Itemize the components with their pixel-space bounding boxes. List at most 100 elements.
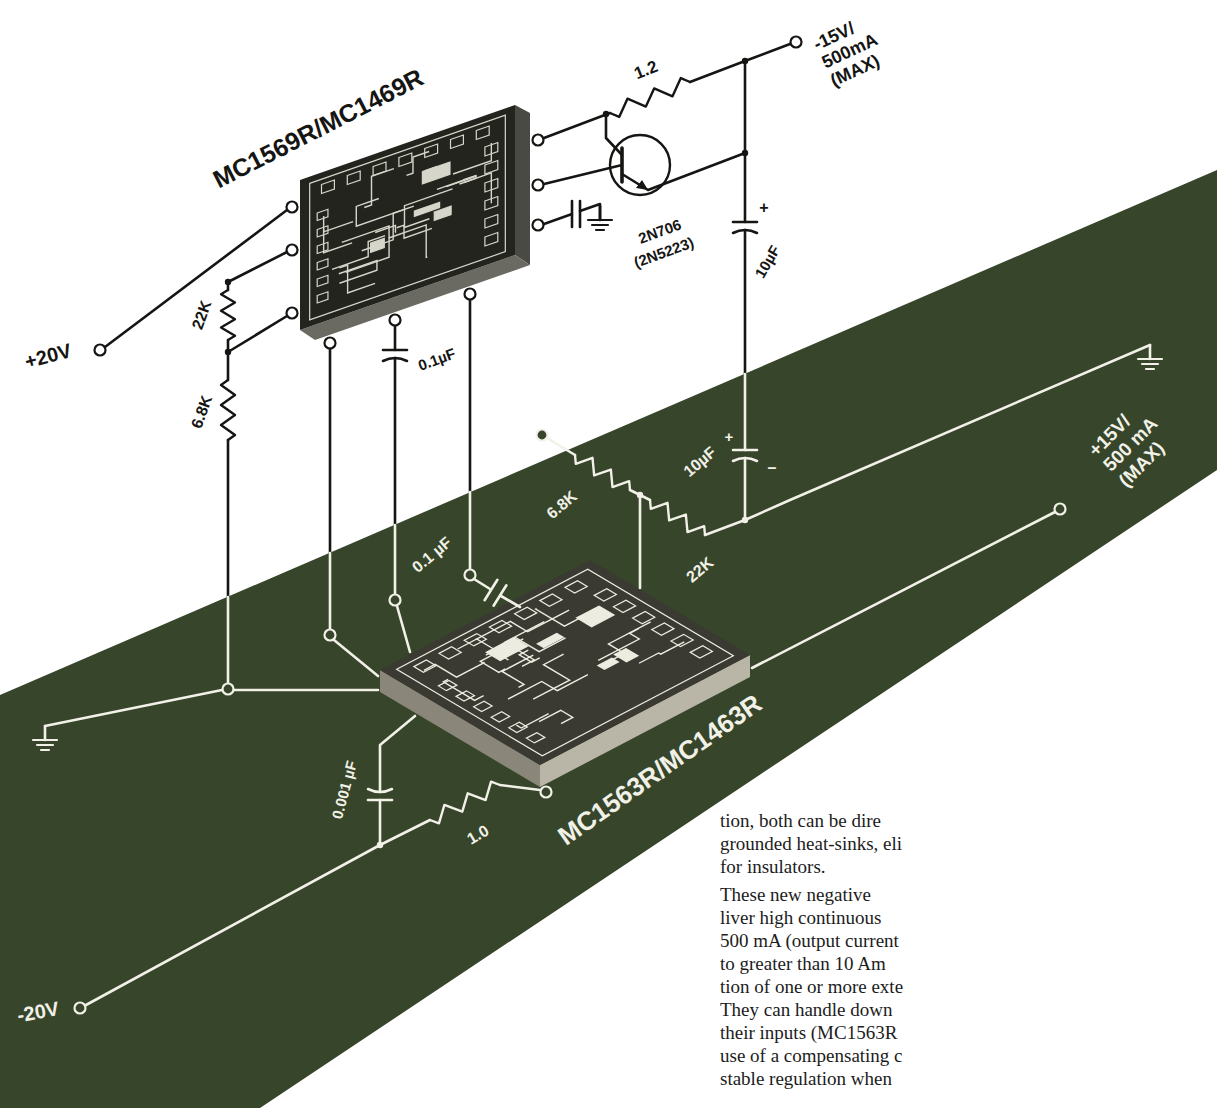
- wire: [705, 520, 745, 535]
- wire: [394, 358, 397, 525]
- terminal-circle: [541, 787, 552, 798]
- body-text: 500 mA (output current: [720, 930, 899, 951]
- ground-symbol: [592, 224, 608, 226]
- chip-trace: [399, 153, 412, 167]
- chip-trace: [652, 623, 674, 635]
- ground-symbol: [599, 206, 602, 220]
- chip-trace: [324, 206, 353, 232]
- wire: [228, 316, 287, 352]
- terminal-circle: [533, 220, 544, 231]
- chip-trace: [690, 646, 712, 658]
- chip-trace: [451, 135, 464, 149]
- wire: [752, 512, 1055, 668]
- chip-trace: [598, 658, 618, 669]
- wire: [744, 61, 747, 222]
- chip-trace: [371, 238, 385, 252]
- chip-trace: [671, 634, 693, 646]
- wire: [744, 458, 747, 520]
- terminal-circle: [75, 1003, 86, 1014]
- capacitor-symbol: [368, 799, 392, 802]
- chip-trace: [453, 143, 491, 174]
- wire: [744, 374, 747, 450]
- terminal-circle: [287, 308, 298, 319]
- wire: [397, 606, 410, 652]
- wire: [580, 204, 600, 220]
- wire: [469, 300, 472, 492]
- ground-symbol: [41, 749, 49, 751]
- wire: [228, 252, 287, 282]
- chip-trace: [443, 677, 483, 700]
- chip-trace: [486, 625, 566, 668]
- component-value: 0.1µF: [416, 345, 458, 374]
- chip-trace: [485, 215, 498, 229]
- body-text: These new negative: [720, 884, 871, 905]
- body-text: liver high continuous: [720, 907, 881, 928]
- chip-trace: [324, 219, 352, 253]
- chip-trace: [540, 594, 562, 606]
- capacitor-symbol: [733, 449, 757, 452]
- polarity-mark: +: [725, 429, 734, 446]
- chip-trace: [437, 176, 476, 192]
- chip-trace: [476, 126, 489, 140]
- wire: [86, 845, 380, 1005]
- wire: [380, 716, 415, 792]
- chip-trace: [613, 600, 635, 612]
- chip-trace: [526, 733, 545, 743]
- ground-symbol: [1146, 368, 1154, 370]
- chip-trace: [565, 581, 587, 593]
- ground-symbol: [1142, 363, 1158, 365]
- wire: [45, 690, 222, 726]
- chip-trace: [491, 712, 510, 722]
- chip-trace: [633, 612, 655, 624]
- wire: [394, 525, 397, 594]
- capacitor-symbol: [579, 201, 582, 227]
- wire: [745, 345, 1150, 520]
- wire: [544, 214, 572, 224]
- chip-trace: [364, 169, 394, 208]
- chip-trace: [404, 189, 452, 228]
- component-value: 6.8K: [188, 393, 216, 431]
- wire: [474, 579, 490, 589]
- polarity-mark: –: [768, 459, 777, 477]
- ground-symbol: [1138, 358, 1162, 360]
- chip-trace: [322, 180, 335, 194]
- body-text: grounded heat-sinks, eli: [720, 833, 902, 854]
- chip-trace: [509, 722, 528, 732]
- terminal-circle: [533, 180, 544, 191]
- body-text: to greater than 10 Am: [720, 953, 886, 974]
- wire: [744, 230, 747, 374]
- ground-symbol: [1149, 345, 1152, 359]
- wire: [501, 596, 520, 607]
- capacitor-symbol: [485, 580, 498, 600]
- chip-trace: [508, 665, 588, 708]
- chip-trace: [519, 650, 540, 662]
- chip-trace: [422, 162, 450, 184]
- capacitor-symbol: [383, 349, 407, 352]
- resistor-symbol: [575, 455, 630, 490]
- body-text: tion of one or more exte: [720, 976, 903, 997]
- component-value: 10µF: [752, 243, 784, 281]
- body-text: their inputs (MC1563R: [720, 1022, 897, 1043]
- wire: [329, 349, 332, 553]
- chip-trace: [639, 641, 684, 665]
- terminal-circle: [325, 338, 336, 349]
- chip-trace: [515, 607, 537, 619]
- resistor-symbol: [221, 290, 235, 340]
- wire: [227, 440, 230, 597]
- transistor-symbol: [622, 153, 745, 190]
- chip-trace: [362, 206, 414, 251]
- capacitor-symbol: [571, 201, 574, 227]
- chip-trace: [497, 655, 556, 687]
- chip-trace: [474, 701, 493, 711]
- regulator-chip: [300, 105, 515, 330]
- chip-trace: [456, 691, 475, 701]
- chip-trace: [414, 202, 439, 216]
- chip-trace: [425, 144, 438, 158]
- circuit-board: [0, 170, 1217, 1108]
- terminal-circle: [287, 245, 298, 256]
- resistor-symbol: [430, 782, 500, 824]
- chip-trace: [438, 680, 457, 690]
- chip-trace: [397, 215, 432, 240]
